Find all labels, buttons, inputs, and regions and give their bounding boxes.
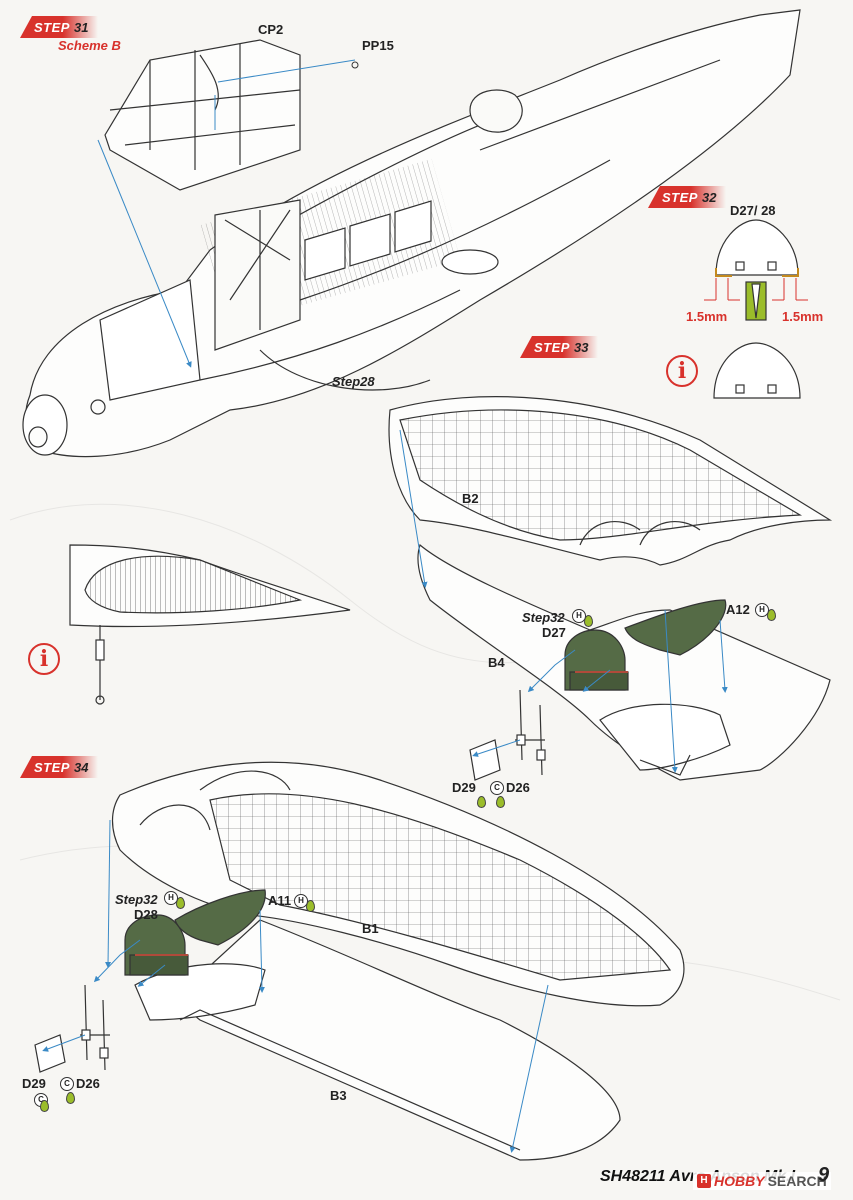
label-d26-upper: D26 — [506, 780, 530, 795]
step-32-number: 32 — [701, 189, 717, 205]
label-1-5mm-right: 1.5mm — [782, 309, 824, 324]
label-d27: D27 — [542, 625, 566, 640]
label-b3: B3 — [330, 1088, 347, 1103]
step-32-word: STEP — [662, 189, 698, 205]
step-31-word: STEP — [34, 19, 70, 35]
paint-drop-d29-lower — [40, 1100, 49, 1112]
label-d26-lower: D26 — [76, 1076, 100, 1091]
label-b4: B4 — [488, 655, 505, 670]
step-34-word: STEP — [34, 759, 70, 775]
paint-code-c-d26-upper: C — [490, 781, 504, 795]
step-34-number: 34 — [73, 759, 89, 775]
paint-drop-a11 — [306, 900, 315, 912]
step-32-badge: STEP 32 — [648, 186, 727, 208]
page-number: 9 — [818, 1164, 830, 1186]
d27-28-diagram — [704, 219, 808, 321]
d27-info-diagram — [713, 342, 801, 399]
step-33-word: STEP — [534, 339, 570, 355]
paint-drop-d29-upper — [477, 796, 486, 808]
part-a11 — [174, 889, 266, 946]
canopy-cp2 — [104, 39, 301, 191]
info-icon-step32: i — [666, 355, 698, 387]
label-cp2: CP2 — [258, 22, 284, 37]
step34-callouts — [42, 819, 549, 1153]
label-d29-upper: D29 — [452, 780, 476, 795]
label-d28: D28 — [134, 907, 158, 922]
label-1-5mm-left: 1.5mm — [686, 309, 728, 324]
part-d27 — [564, 629, 629, 691]
step31-callouts — [97, 59, 359, 368]
scheme-label: Scheme B — [58, 38, 121, 53]
paint-drop-d27 — [584, 615, 593, 627]
step-33-number: 33 — [573, 339, 589, 355]
fuselage-windows — [304, 200, 432, 281]
paint-drop-d26-lower — [66, 1092, 75, 1104]
watermark-word: SEARCH — [767, 1173, 827, 1189]
label-pp15: PP15 — [362, 38, 394, 53]
wing-upper-b2 — [388, 396, 833, 566]
watermark-icon: H — [697, 1174, 711, 1188]
wing-lower-b3 — [134, 919, 621, 1161]
label-step32-b: Step32 — [115, 892, 158, 907]
label-step32-a: Step32 — [522, 610, 565, 625]
nacelle-info-drawing — [69, 544, 351, 705]
label-b2: B2 — [462, 491, 479, 506]
paint-drop-d26-upper — [496, 796, 505, 808]
paint-drop-d28 — [176, 897, 185, 909]
watermark-brand: HOBBY — [714, 1173, 765, 1189]
label-a12: A12 — [726, 602, 750, 617]
part-d28 — [124, 914, 189, 976]
info-icon-nacelle: i — [28, 643, 60, 675]
gear-strut-d29-d26-lower — [34, 984, 110, 1073]
watermark-hobbysearch: H HOBBY SEARCH — [693, 1172, 831, 1190]
label-d27-28: D27/ 28 — [730, 203, 776, 218]
paint-drop-a12 — [767, 609, 776, 621]
label-a11: A11 — [268, 893, 292, 908]
step-33-badge: STEP 33 — [520, 336, 599, 358]
label-d29-lower: D29 — [22, 1076, 46, 1091]
step-31-badge: STEP 31 — [20, 16, 99, 38]
label-b1: B1 — [362, 921, 379, 936]
gear-strut-d29-d26-upper — [469, 689, 546, 781]
paint-code-c-d26-lower: C — [60, 1077, 74, 1091]
label-step28: Step28 — [332, 374, 375, 389]
step-34-badge: STEP 34 — [20, 756, 99, 778]
step-31-number: 31 — [73, 19, 89, 35]
step33-callouts — [399, 429, 728, 773]
fuselage-drawing — [22, 9, 801, 458]
wing-upper-b1 — [111, 761, 685, 1007]
